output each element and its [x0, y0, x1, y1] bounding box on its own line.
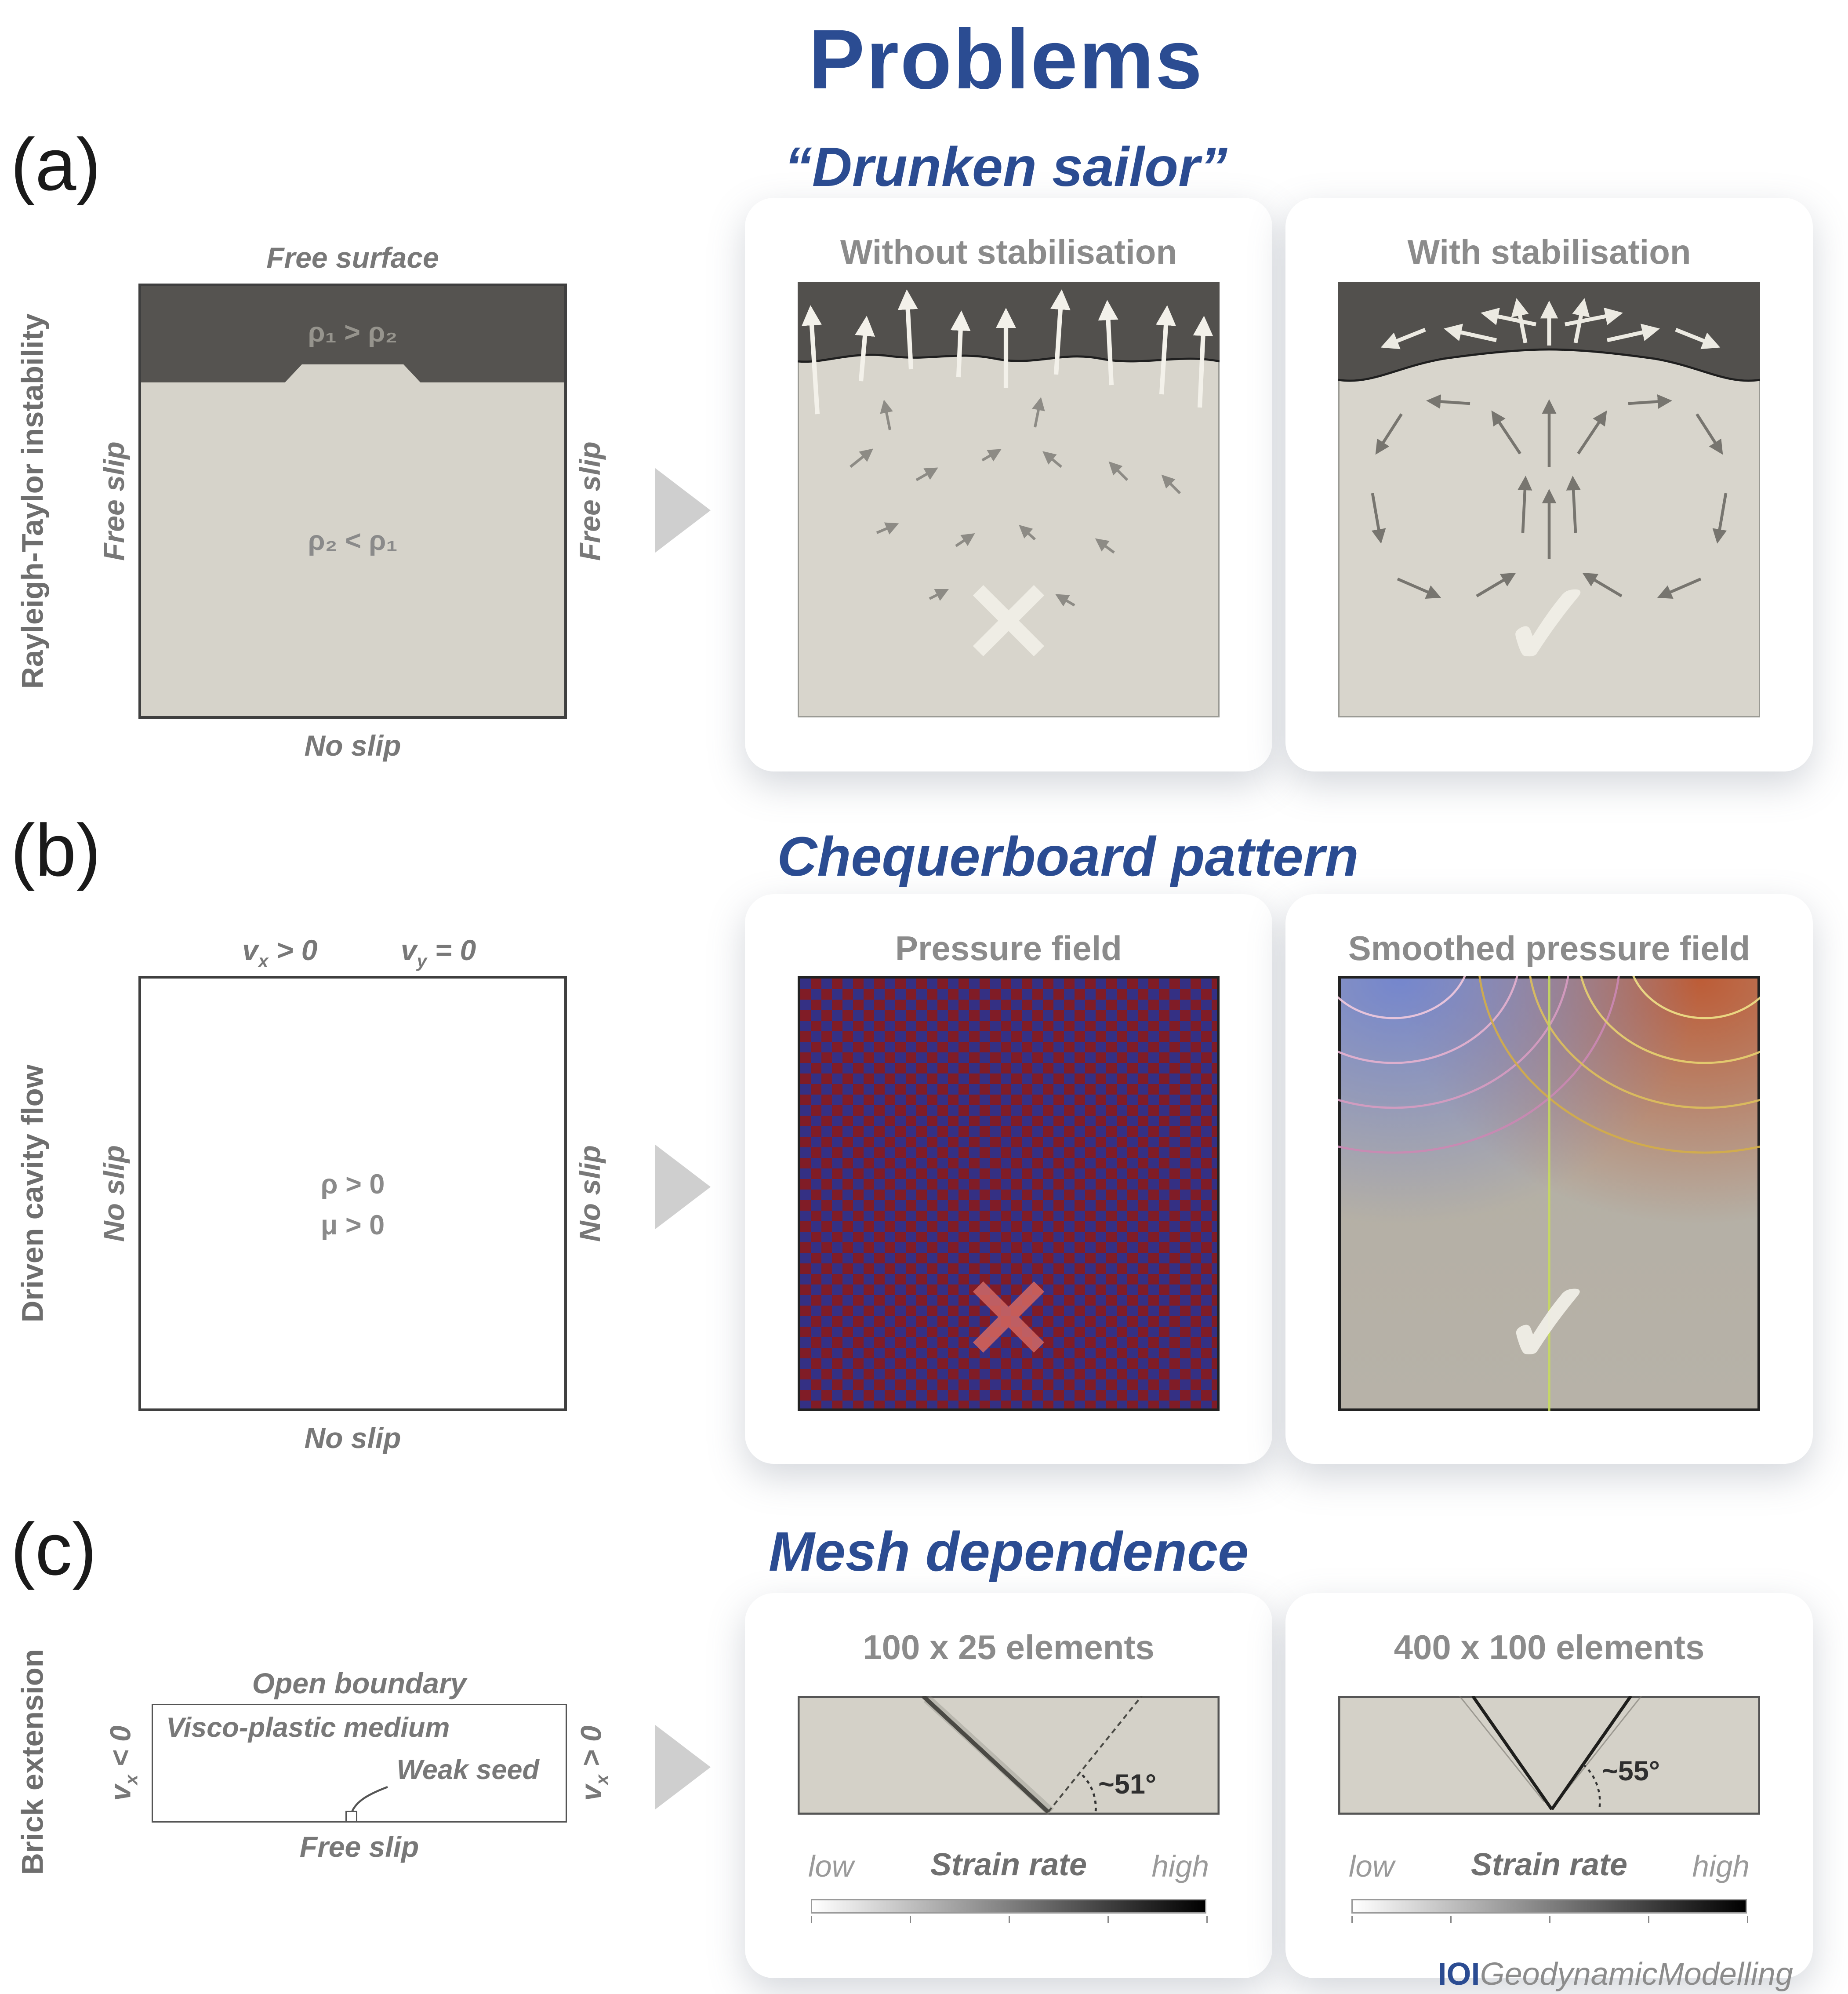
weak-seed-notch: [345, 1811, 357, 1821]
flow-arrow-icon: [655, 468, 711, 553]
smoothed-pressure-image: ✓: [1338, 976, 1760, 1411]
cross-icon: ✕: [961, 560, 1057, 687]
v-subscript: x: [258, 951, 269, 972]
panel-a-side-label: Rayleigh-Taylor instability: [15, 313, 50, 689]
rt-bottom-bc-label: No slip: [304, 729, 401, 762]
brand-logo-bold: IOI: [1438, 1957, 1480, 1993]
rt-stable-image: ✓: [1338, 282, 1760, 717]
brick-right-bc: vx > 0: [574, 1725, 612, 1801]
panel-a-subtitle: “Drunken sailor”: [784, 136, 1228, 198]
brick-left-bc: vx < 0: [104, 1725, 141, 1801]
cavity-schematic: ρ > 0 μ > 0 vx > 0 vy = 0 No slip No sli…: [98, 934, 606, 1455]
colorbar-high-label: high: [1151, 1849, 1209, 1883]
rising-arrows: [802, 289, 1213, 415]
fine-shear-bands: [1338, 1696, 1760, 1815]
panel-b-subtitle: Chequerboard pattern: [777, 826, 1359, 888]
cavity-top-left-bc: vx > 0: [242, 934, 317, 971]
rt-card-unstable: Without stabilisation: [745, 198, 1272, 771]
brick-bottom-bc: Free slip: [299, 1830, 419, 1863]
pressure-field-image: ✕: [798, 976, 1220, 1411]
panel-c-subtitle: Mesh dependence: [768, 1521, 1249, 1583]
rt-stable-field: [1338, 282, 1760, 717]
layer-arrows: [1380, 298, 1721, 349]
panel-b-letter: (b): [11, 808, 101, 891]
fine-strain-image: [1338, 1696, 1760, 1815]
colorbar-high-label: high: [1692, 1849, 1750, 1883]
rt-top-bc-label: Free surface: [266, 241, 439, 274]
result-title: Pressure field: [895, 928, 1122, 968]
result-title: Smoothed pressure field: [1348, 928, 1750, 968]
v-symbol: v: [242, 934, 258, 967]
v-condition: > 0: [268, 934, 318, 967]
v-condition: < 0: [104, 1725, 137, 1775]
checkerboard-pattern: [798, 976, 1220, 1411]
v-condition: > 0: [574, 1725, 608, 1775]
density-label: ρ > 0: [320, 1170, 385, 1200]
flow-arrow-icon: [655, 1725, 711, 1809]
cavity-right-bc: No slip: [574, 1145, 606, 1242]
brick-schematic: Visco-plastic medium Weak seed Open boun…: [104, 1667, 612, 1863]
colorbar-ticks: [1351, 1916, 1748, 1923]
flow-arrow-icon: [655, 1145, 711, 1229]
cross-icon: ✕: [961, 1257, 1057, 1383]
v-subscript: x: [121, 1775, 142, 1785]
pressure-contours: [1338, 976, 1760, 1411]
rt-unstable-field: [798, 282, 1220, 717]
viscosity-label: μ > 0: [320, 1211, 385, 1241]
velocity-arrows: [850, 397, 1181, 607]
colorbar-low-label: low: [808, 1849, 854, 1883]
coarse-strain-image: [798, 1696, 1220, 1815]
panel-a-letter: (a): [11, 123, 101, 206]
shear-angle-label: ~51°: [1098, 1770, 1157, 1800]
rt-right-bc-label: Free slip: [574, 441, 606, 561]
pressure-card: Pressure field ✕: [745, 894, 1272, 1464]
v-subscript: x: [592, 1775, 612, 1785]
mesh-card-coarse: 100 x 25 elements ~51° low Strain rate h…: [745, 1593, 1272, 1978]
cavity-top-right-bc: vy = 0: [401, 934, 476, 971]
brand-logo-rest: GeodynamicModelling: [1480, 1957, 1793, 1993]
result-title: 400 x 100 elements: [1394, 1627, 1705, 1667]
check-icon: ✓: [1500, 1258, 1598, 1389]
colorbar-low-label: low: [1349, 1849, 1394, 1883]
rt-card-stable: With stabilisation: [1285, 198, 1813, 771]
result-title: Without stabilisation: [840, 232, 1177, 272]
rt-left-bc-label: Free slip: [98, 441, 131, 561]
brick-top-bc: Open boundary: [252, 1667, 467, 1700]
smoothed-pressure-card: Smoothed pressure field ✓: [1285, 894, 1813, 1464]
cavity-domain-box: ρ > 0 μ > 0: [138, 976, 567, 1411]
colorbar-title: Strain rate: [930, 1848, 1087, 1883]
check-icon: ✓: [1499, 560, 1599, 692]
mesh-card-fine: 400 x 100 elements ~55° low Strain rate …: [1285, 1593, 1813, 1978]
v-subscript: y: [417, 951, 427, 972]
medium-label: Visco-plastic medium: [166, 1713, 450, 1743]
upper-density-label: ρ₁ > ρ₂: [308, 318, 398, 348]
lower-density-label: ρ₂ < ρ₁: [308, 526, 398, 557]
weak-seed-label: Weak seed: [396, 1755, 539, 1786]
page-title: Problems: [808, 12, 1204, 107]
cavity-bottom-bc: No slip: [304, 1422, 401, 1455]
v-symbol: v: [400, 934, 417, 967]
convection-arrows: [1371, 394, 1728, 599]
rt-schematic: ρ₁ > ρ₂ ρ₂ < ρ₁ Free surface Free slip F…: [98, 241, 606, 762]
colorbar-title: Strain rate: [1470, 1848, 1628, 1883]
panel-c-side-label: Brick extension: [15, 1649, 50, 1875]
result-title: With stabilisation: [1407, 232, 1691, 272]
rt-unstable-image: ✕: [798, 282, 1220, 717]
brand-footer: IOIGeodynamicModelling: [1438, 1957, 1793, 1994]
colorbar-ticks: [811, 1916, 1208, 1923]
shear-angle-label: ~55°: [1602, 1757, 1660, 1787]
brick-domain-box: Visco-plastic medium Weak seed: [152, 1704, 567, 1823]
panel-c-letter: (c): [11, 1507, 97, 1590]
v-symbol: v: [574, 1784, 608, 1801]
coarse-shear-bands: [798, 1696, 1220, 1815]
cavity-left-bc: No slip: [98, 1145, 131, 1242]
result-title: 100 x 25 elements: [863, 1627, 1155, 1667]
v-condition: = 0: [427, 934, 476, 967]
strain-rate-colorbar: [811, 1899, 1206, 1914]
rt-domain-box: ρ₁ > ρ₂ ρ₂ < ρ₁: [138, 284, 567, 719]
panel-b-side-label: Driven cavity flow: [15, 1064, 50, 1323]
v-symbol: v: [104, 1784, 137, 1801]
strain-rate-colorbar: [1351, 1899, 1747, 1914]
